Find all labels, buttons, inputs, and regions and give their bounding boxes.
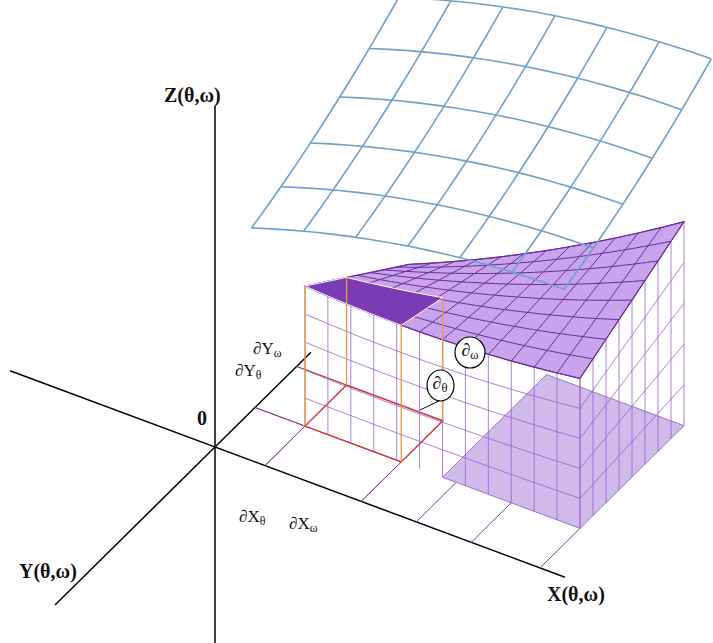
label-text: X(θ,ω): [546, 583, 606, 605]
y-axis: [55, 352, 311, 605]
upper-surface-grid: [399, 0, 712, 59]
wall-grid: [580, 378, 581, 528]
ellipse: [427, 370, 454, 401]
upper-surface-grid: [564, 59, 711, 289]
wall-grid: [632, 300, 633, 477]
wall-grid: [557, 373, 558, 520]
axis-label: Y(θ,ω): [18, 560, 78, 582]
axis-label: ∂Yθ: [234, 362, 262, 382]
wall-grid: [511, 361, 512, 503]
wall-grid: [350, 306, 351, 444]
projection-line: [297, 366, 347, 385]
patch-column: [346, 277, 347, 385]
label-text: Y(θ,ω): [18, 560, 78, 582]
patch-column: [442, 298, 443, 421]
surface-grid: [396, 241, 671, 267]
wall-grid: [327, 296, 328, 435]
circled-symbol: ∂ω: [454, 336, 486, 369]
wall-grid: [580, 385, 684, 499]
wall-grid: [645, 280, 646, 464]
axis-label: ∂Xω: [288, 515, 319, 535]
label-text: ∂Xω: [288, 514, 319, 533]
projection-line: [416, 482, 456, 522]
label-text: 0: [196, 407, 208, 429]
axis-label: ∂Yω: [252, 340, 283, 360]
wall-grid: [373, 315, 374, 452]
wall-grid: [465, 347, 466, 486]
wall-grid: [593, 359, 594, 516]
upper-surface-grid: [281, 187, 594, 248]
label-text: ∂Yω: [252, 339, 283, 358]
axis-label: ∂Xθ: [238, 508, 266, 528]
circled-symbol: ∂θ: [426, 369, 455, 402]
wall-grid: [606, 339, 607, 503]
patch-column: [401, 325, 402, 462]
upper-surface-grid: [252, 228, 565, 289]
upper-surface-grid: [512, 42, 659, 272]
wall-grid: [534, 367, 535, 511]
ellipse: [455, 337, 485, 368]
wall-grid: [658, 261, 659, 452]
upper-surface-grid: [252, 0, 399, 228]
label-text: ∂Yθ: [234, 361, 262, 380]
upper-surface-grid: [304, 1, 451, 231]
projection-line: [540, 528, 580, 568]
label-text: ∂Xθ: [238, 507, 266, 526]
upper-surface-grid: [408, 16, 555, 246]
upper-surface-grid: [340, 97, 653, 158]
upper-surface-grid: [460, 27, 607, 257]
footprint: [305, 385, 443, 462]
purple-surface: [305, 222, 684, 379]
x-axis: [10, 371, 565, 577]
wall-grid: [488, 354, 489, 494]
wall-grid: [580, 344, 684, 468]
wall-grid: [396, 324, 397, 461]
ground-shadow: [443, 375, 685, 529]
z-axis: [214, 92, 216, 643]
wall-grid: [305, 286, 306, 426]
wall-grid: [419, 332, 420, 469]
wall-grid: [619, 320, 620, 490]
wall-grid: [684, 222, 685, 426]
axis-label: X(θ,ω): [546, 583, 606, 605]
projection-line: [471, 503, 511, 543]
patch-column: [304, 286, 305, 426]
wall-grid: [580, 378, 581, 528]
surface-grid: [409, 222, 684, 265]
upper-surface-grid: [310, 143, 623, 204]
symbol-text: ∂ω: [461, 341, 478, 363]
surface-grid: [370, 273, 645, 285]
axis-label: Z(θ,ω): [163, 84, 222, 106]
upper-surface-grid: [369, 48, 682, 109]
dark-patch: [305, 277, 443, 325]
wall-grid: [671, 241, 672, 438]
label-text: Z(θ,ω): [163, 84, 222, 106]
symbol-text: ∂θ: [433, 374, 448, 396]
axis-label: 0: [196, 407, 208, 429]
